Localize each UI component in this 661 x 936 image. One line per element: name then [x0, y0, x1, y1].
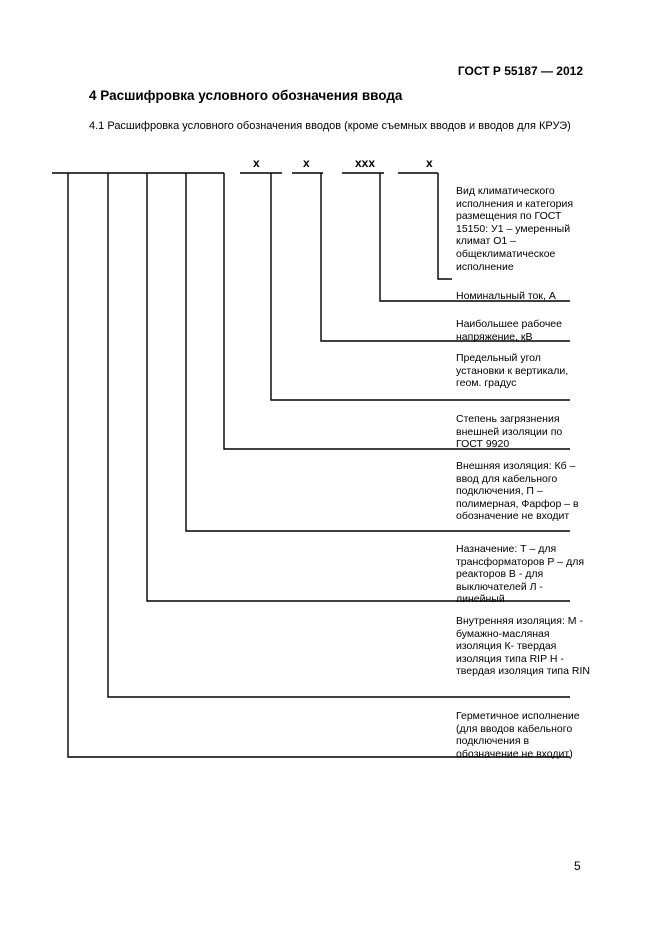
label-external-insulation: Внешняя изоляция: Кб – ввод для кабельно…: [456, 460, 579, 523]
label-climate: Вид климатического исполнения и категори…: [456, 185, 574, 273]
leader-hermetic: [67, 173, 456, 758]
page-number: 5: [574, 859, 581, 873]
marker-3: xxx: [355, 156, 376, 170]
label-current: Номинальный ток, А: [456, 290, 556, 302]
label-hermetic: Герметичное исполнение (для вводов кабел…: [456, 710, 580, 760]
leader-voltage: [320, 173, 456, 342]
marker-1: x: [253, 156, 260, 170]
section-subtitle: 4.1 Расшифровка условного обозначения вв…: [89, 120, 571, 132]
leader-current: [379, 173, 456, 302]
label-angle: Предельный угол установки к вертикали, г…: [456, 352, 569, 390]
leader-purpose: [146, 173, 456, 602]
standard-code: ГОСТ Р 55187 — 2012: [457, 64, 583, 78]
label-purpose: Назначение: Т – для трансформаторов Р – …: [456, 543, 585, 606]
marker-2: x: [303, 156, 310, 170]
leader-internal-insulation: [107, 173, 456, 698]
label-internal-insulation: Внутренняя изоляция: М - бумажно-масляна…: [456, 615, 590, 678]
section-title: 4 Расшифровка условного обозначения ввод…: [89, 88, 403, 103]
label-voltage: Наибольшее рабочее напряжение, кВ: [456, 318, 562, 343]
label-pollution: Степень загрязнения внешней изоляции по …: [456, 413, 563, 451]
leader-angle: [270, 173, 456, 401]
leader-climate: [437, 173, 450, 280]
leader-pollution: [223, 173, 456, 450]
marker-4: x: [426, 156, 433, 170]
leader-external-insulation: [185, 173, 456, 532]
